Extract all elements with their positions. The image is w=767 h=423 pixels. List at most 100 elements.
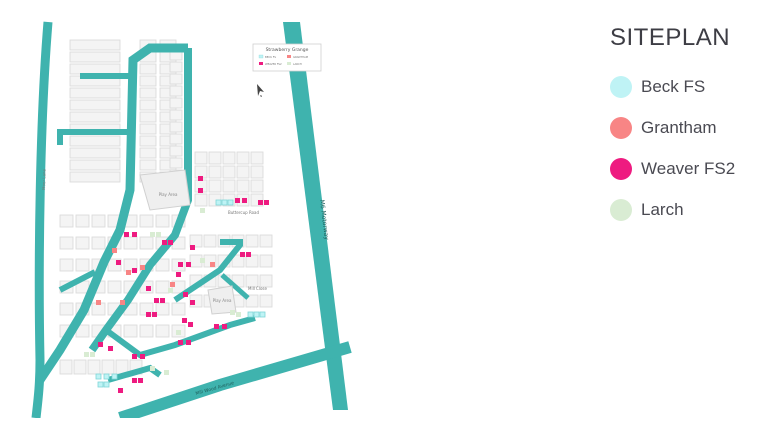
- weaver-plot-marker: [138, 378, 143, 383]
- weaver-plot-marker: [198, 176, 203, 181]
- weaver-plot-marker: [154, 298, 159, 303]
- plot: [87, 359, 101, 375]
- inset-legend-entry-1: BECK FS: [265, 55, 276, 59]
- plot: [194, 151, 208, 165]
- larch-plot-marker: [176, 330, 181, 335]
- grantham-plot-marker: [112, 248, 117, 253]
- street-label: Buttercup Road: [228, 210, 259, 215]
- beck-plot-marker: [215, 199, 222, 206]
- plot: [169, 133, 183, 145]
- grantham-plot-marker: [170, 282, 175, 287]
- larch-plot-marker: [84, 352, 89, 357]
- plot: [155, 302, 170, 316]
- legend-item-grantham[interactable]: Grantham: [610, 107, 760, 148]
- site-map[interactable]: Play Area Play Area M6 Motorway Moor Lan…: [0, 0, 560, 423]
- plot: [155, 258, 170, 272]
- weaver-plot-marker: [140, 354, 145, 359]
- plot: [222, 151, 236, 165]
- weaver-plot-marker: [186, 340, 191, 345]
- weaver-plot-marker: [246, 252, 251, 257]
- plot: [236, 151, 250, 165]
- plot: [139, 111, 157, 123]
- plot: [222, 179, 236, 193]
- plot: [231, 254, 245, 268]
- weaver-plot-marker: [146, 286, 151, 291]
- plot: [169, 157, 183, 169]
- weaver-plot-marker: [116, 260, 121, 265]
- mill-wood-avenue-road: [118, 341, 352, 423]
- grantham-plot-marker: [120, 300, 125, 305]
- larch-swatch: [610, 198, 632, 221]
- plot: [75, 258, 90, 272]
- plot: [91, 236, 106, 250]
- plot: [73, 359, 87, 375]
- beck-plot-marker: [259, 311, 266, 318]
- plot: [245, 234, 259, 248]
- weaver-plot-marker: [240, 252, 245, 257]
- plot: [59, 359, 73, 375]
- beck-plot-marker: [253, 311, 260, 318]
- weaver-plot-marker: [242, 198, 247, 203]
- plot: [203, 234, 217, 248]
- plot: [139, 87, 157, 99]
- weaver-plot-marker: [108, 346, 113, 351]
- plot: [69, 39, 121, 51]
- east-spur-road: [220, 273, 250, 300]
- plot: [59, 302, 74, 316]
- plot: [139, 75, 157, 87]
- plot: [123, 236, 138, 250]
- plot: [259, 254, 273, 268]
- plot: [139, 159, 157, 171]
- weaver-plot-marker: [168, 240, 173, 245]
- beck-plot-marker: [227, 199, 234, 206]
- weaver-plot-marker: [132, 354, 137, 359]
- weaver-plot-marker: [132, 268, 137, 273]
- plot: [69, 51, 121, 63]
- plot: [222, 165, 236, 179]
- legend-item-weaver-fs2[interactable]: Weaver FS2: [610, 148, 760, 189]
- plot: [123, 324, 138, 338]
- plot: [169, 145, 183, 157]
- weaver-plot-marker: [124, 232, 129, 237]
- plot: [245, 254, 259, 268]
- inset-legend-entry-2: GRANTHAM: [293, 55, 308, 59]
- weaver-fs2-swatch: [610, 157, 632, 180]
- plot: [91, 214, 106, 228]
- plot: [259, 234, 273, 248]
- beck-plot-marker: [221, 199, 228, 206]
- plot: [69, 99, 121, 111]
- legend-title: SITEPLAN: [610, 24, 731, 51]
- plot: [259, 274, 273, 288]
- play-area-label-2: Play Area: [213, 298, 232, 303]
- plot: [59, 236, 74, 250]
- plot: [75, 236, 90, 250]
- spine-road: [36, 43, 188, 383]
- play-area-label-1: Play Area: [159, 192, 178, 197]
- legend-item-beck-fs[interactable]: Beck FS: [610, 66, 760, 107]
- weaver-plot-marker: [222, 324, 227, 329]
- house-plots: [59, 39, 273, 375]
- weaver-plot-marker: [258, 200, 263, 205]
- plot: [171, 302, 186, 316]
- legend-label-weaver-fs2: Weaver FS2: [641, 158, 736, 178]
- weaver-plot-marker: [118, 388, 123, 393]
- plot: [245, 274, 259, 288]
- legend-item-larch[interactable]: Larch: [610, 189, 760, 230]
- grantham-plot-marker: [210, 262, 215, 267]
- plot: [69, 63, 121, 75]
- plot: [236, 179, 250, 193]
- weaver-plot-marker: [146, 312, 151, 317]
- plot: [75, 214, 90, 228]
- motorway-label: M6 Motorway: [318, 199, 330, 240]
- larch-plot-marker: [236, 312, 241, 317]
- plot: [155, 324, 170, 338]
- weaver-plot-marker: [152, 312, 157, 317]
- plot: [139, 147, 157, 159]
- close-label: Mill Close: [248, 286, 267, 291]
- moor-lane-road: [31, 21, 53, 419]
- beck-plot-marker: [97, 381, 104, 388]
- inset-legend-entry-4: LARCH: [293, 62, 302, 66]
- plot: [208, 151, 222, 165]
- plot: [259, 294, 273, 308]
- plot: [236, 165, 250, 179]
